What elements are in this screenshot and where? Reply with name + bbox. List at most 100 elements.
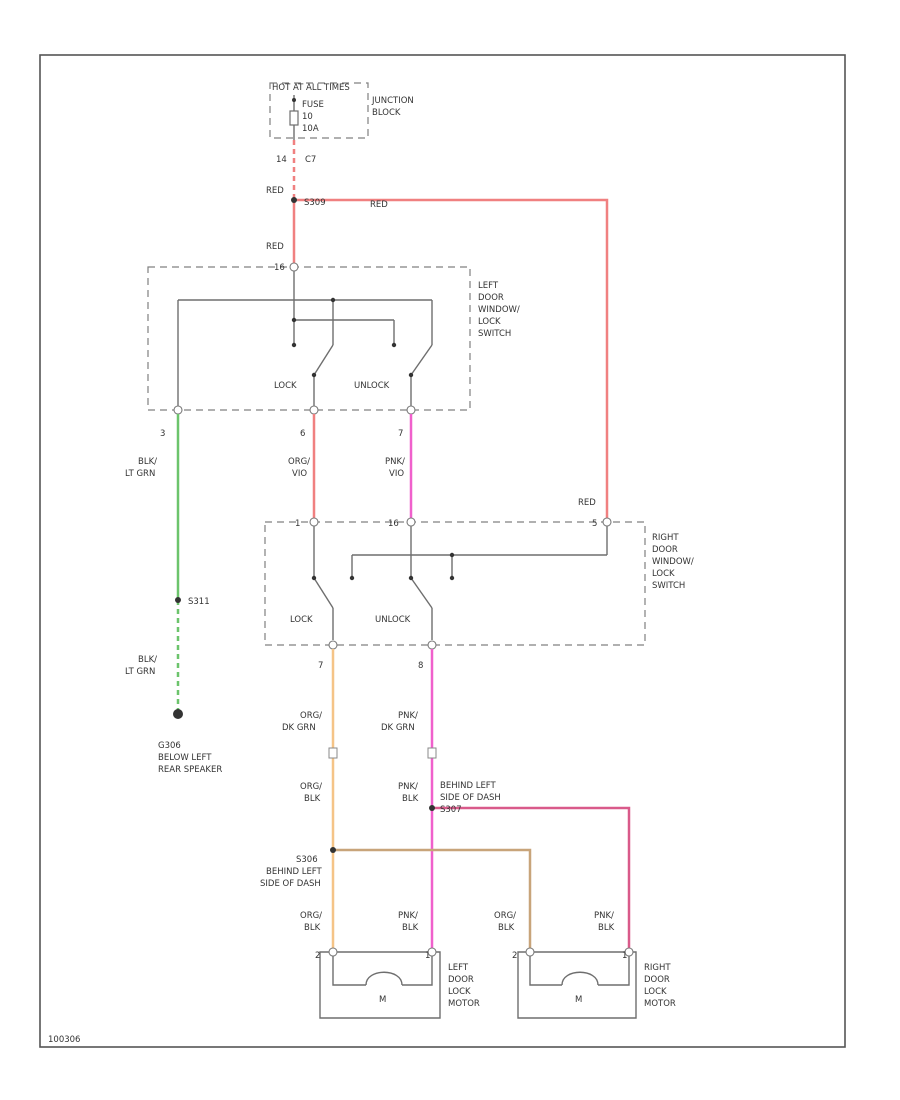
svg-text:RED: RED [578, 498, 596, 508]
label-right-door-switch: RIGHT [652, 533, 679, 543]
svg-text:14: 14 [276, 155, 287, 165]
svg-text:FUSE: FUSE [302, 100, 324, 110]
svg-text:DK GRN: DK GRN [282, 723, 316, 733]
right-switch-terminal-1 [309, 517, 319, 527]
svg-text:PNK/: PNK/ [385, 457, 405, 467]
svg-text:MOTOR: MOTOR [448, 999, 480, 1009]
right-motor-terminal-2 [525, 947, 535, 957]
connector-orange [328, 747, 338, 759]
right-motor-box [517, 951, 637, 1019]
svg-text:DOOR: DOOR [644, 975, 670, 985]
svg-text:PNK/: PNK/ [398, 782, 418, 792]
svg-text:1: 1 [622, 951, 627, 961]
svg-text:SIDE OF DASH: SIDE OF DASH [440, 793, 501, 803]
svg-text:WINDOW/: WINDOW/ [478, 305, 520, 315]
svg-text:10: 10 [302, 112, 313, 122]
svg-text:BLK: BLK [498, 923, 515, 933]
svg-text:5: 5 [592, 519, 597, 529]
svg-text:DOOR: DOOR [448, 975, 474, 985]
svg-text:6: 6 [300, 429, 305, 439]
svg-text:BLK/: BLK/ [138, 655, 157, 665]
svg-text:ORG/: ORG/ [288, 457, 310, 467]
svg-text:1: 1 [295, 519, 300, 529]
connector-pink [427, 747, 437, 759]
svg-text:LT GRN: LT GRN [125, 667, 155, 677]
svg-text:16: 16 [274, 263, 285, 273]
svg-text:REAR SPEAKER: REAR SPEAKER [158, 765, 222, 775]
left-switch-terminal-3 [173, 405, 183, 415]
label-left-door-switch: LEFT [478, 281, 499, 291]
label-ground-g306: G306 [158, 741, 181, 751]
svg-text:SIDE OF DASH: SIDE OF DASH [260, 879, 321, 889]
left-motor-terminal-2 [328, 947, 338, 957]
svg-text:BEHIND LEFT: BEHIND LEFT [266, 867, 323, 877]
left-switch-terminal-6 [309, 405, 319, 415]
right-switch-terminal-5 [602, 517, 612, 527]
left-switch-terminal-16 [289, 262, 299, 272]
svg-text:10A: 10A [302, 124, 319, 134]
left-switch-outline [147, 266, 471, 411]
svg-text:DOOR: DOOR [652, 545, 678, 555]
label-hot-at-all-times: HOT AT ALL TIMES [272, 83, 350, 93]
svg-text:SWITCH: SWITCH [478, 329, 511, 339]
svg-text:ORG/: ORG/ [494, 911, 516, 921]
splice-s311 [175, 597, 181, 603]
left-motor-coil [365, 971, 403, 986]
svg-text:LOCK: LOCK [448, 987, 471, 997]
right-switch-terminal-7 [328, 640, 338, 650]
svg-text:S306: S306 [296, 855, 318, 865]
svg-text:BLK: BLK [304, 923, 321, 933]
svg-text:PNK/: PNK/ [594, 911, 614, 921]
svg-text:C7: C7 [305, 155, 316, 165]
svg-text:S311: S311 [188, 597, 210, 607]
svg-text:ORG/: ORG/ [300, 911, 322, 921]
svg-text:RED: RED [266, 186, 284, 196]
junction-block-outline [269, 82, 369, 139]
right-switch-terminal-8 [427, 640, 437, 650]
splice-s309 [291, 197, 297, 203]
svg-text:PNK/: PNK/ [398, 711, 418, 721]
svg-text:BLK: BLK [402, 794, 419, 804]
svg-text:S307: S307 [440, 805, 462, 815]
splice-s306 [330, 847, 336, 853]
svg-text:BLK: BLK [402, 923, 419, 933]
left-switch-internals [177, 270, 433, 408]
splice-s307 [429, 805, 435, 811]
label-right-door-lock-motor: RIGHT [644, 963, 671, 973]
svg-text:DOOR: DOOR [478, 293, 504, 303]
svg-text:BLK: BLK [304, 794, 321, 804]
svg-text:ORG/: ORG/ [300, 711, 322, 721]
fuse-icon [289, 110, 299, 126]
svg-text:1: 1 [425, 951, 430, 961]
svg-text:M: M [575, 995, 582, 1005]
svg-text:RED: RED [370, 200, 388, 210]
right-switch-outline [264, 521, 646, 646]
svg-text:BLK: BLK [598, 923, 615, 933]
svg-text:UNLOCK: UNLOCK [354, 381, 390, 391]
ground-g306-icon [173, 709, 183, 719]
svg-text:3: 3 [160, 429, 165, 439]
svg-text:BELOW LEFT: BELOW LEFT [158, 753, 212, 763]
svg-text:7: 7 [318, 661, 323, 671]
svg-text:7: 7 [398, 429, 403, 439]
diagram-frame [39, 54, 846, 1048]
svg-text:LOCK: LOCK [644, 987, 667, 997]
svg-text:M: M [379, 995, 386, 1005]
wire-org-blk-right [333, 848, 532, 948]
svg-text:2: 2 [512, 951, 517, 961]
right-motor-leads [529, 956, 630, 986]
right-switch-internals [311, 526, 608, 640]
svg-text:WINDOW/: WINDOW/ [652, 557, 694, 567]
svg-text:BEHIND LEFT: BEHIND LEFT [440, 781, 497, 791]
left-switch-terminal-7 [406, 405, 416, 415]
diagram-labels: HOT AT ALL TIMES FUSE 10 10A JUNCTION BL… [48, 83, 694, 1045]
wire-pnk-blk-right [432, 806, 631, 948]
svg-text:ORG/: ORG/ [300, 782, 322, 792]
label-left-door-lock-motor: LEFT [448, 963, 469, 973]
svg-text:MOTOR: MOTOR [644, 999, 676, 1009]
svg-text:UNLOCK: UNLOCK [375, 615, 411, 625]
svg-text:LOCK: LOCK [652, 569, 675, 579]
left-motor-leads [332, 956, 433, 986]
svg-text:2: 2 [315, 951, 320, 961]
